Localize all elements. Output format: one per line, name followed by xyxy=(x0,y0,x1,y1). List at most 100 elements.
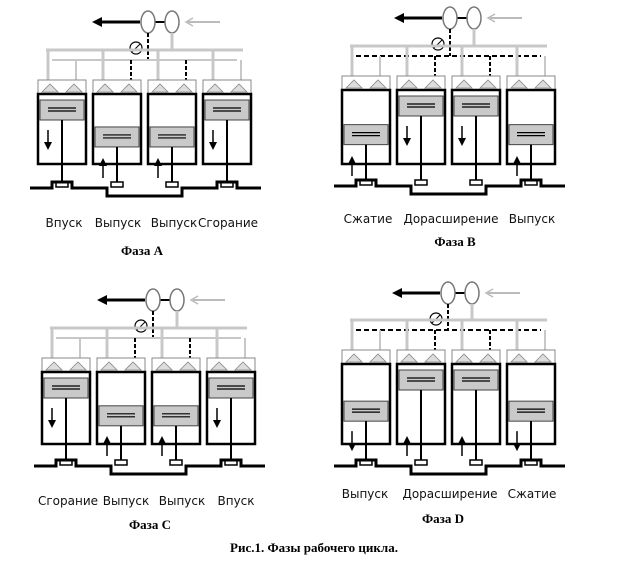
piston xyxy=(39,99,85,121)
phase-a-title: Фаза A xyxy=(120,243,164,258)
crankshaft xyxy=(334,178,565,196)
turbine-wheel xyxy=(140,10,156,34)
turbine-wheel xyxy=(440,281,456,305)
crankshaft xyxy=(334,458,565,476)
cylinder xyxy=(91,50,143,188)
intake-valve xyxy=(210,361,228,371)
intake-valve xyxy=(45,361,63,371)
cylinder xyxy=(505,320,557,466)
crankshaft xyxy=(34,458,265,476)
intake-valve xyxy=(41,83,59,93)
cylinder xyxy=(40,328,92,466)
exhaust-valve xyxy=(175,83,193,93)
exhaust-valve xyxy=(534,79,552,89)
crank-pin xyxy=(469,459,483,466)
intake-arrow-head xyxy=(486,13,496,23)
phase-c-label-1: Сгорание xyxy=(37,494,99,508)
crank-pin xyxy=(469,179,483,186)
piston xyxy=(343,124,389,146)
phase-d-title: Фаза D xyxy=(421,511,465,526)
piston xyxy=(343,400,389,422)
compressor-wheel xyxy=(164,10,180,34)
piston xyxy=(149,126,195,148)
exhaust-valve xyxy=(479,353,497,363)
intake-valve xyxy=(206,83,224,93)
phase-b-label-1: Сжатие xyxy=(343,212,393,226)
cylinder xyxy=(146,50,198,188)
piston xyxy=(43,377,89,399)
phase-d-engine xyxy=(334,281,565,476)
piston xyxy=(204,99,250,121)
exhaust-valve xyxy=(369,353,387,363)
cylinder xyxy=(36,50,88,188)
phase-a-label-1: Впуск xyxy=(45,216,83,230)
intake-valve xyxy=(345,353,363,363)
phase-a-label-2: Выпуск xyxy=(94,216,142,230)
crankshaft xyxy=(30,180,261,198)
crank-pin xyxy=(414,179,428,186)
phase-b-label-3: Выпуск xyxy=(508,212,556,226)
exhaust-valve xyxy=(65,83,83,93)
compressor-wheel xyxy=(169,288,185,312)
cylinder xyxy=(201,50,253,188)
phase-c-label-3: Выпуск xyxy=(158,494,206,508)
intake-valve xyxy=(345,79,363,89)
exhaust-arrow-head xyxy=(97,295,107,305)
crank-pin xyxy=(414,459,428,466)
exhaust-valve xyxy=(120,83,138,93)
intake-valve xyxy=(455,353,473,363)
cylinder xyxy=(505,46,557,186)
compressor-wheel xyxy=(464,281,480,305)
compressor-wheel xyxy=(466,6,482,30)
turbine-wheel xyxy=(145,288,161,312)
cylinder xyxy=(150,328,202,466)
cylinder xyxy=(395,320,447,466)
phase-c-label-4: Впуск xyxy=(217,494,255,508)
intake-valve xyxy=(96,83,114,93)
intake-valve xyxy=(100,361,118,371)
piston xyxy=(398,369,444,391)
piston xyxy=(508,124,554,146)
exhaust-valve xyxy=(369,79,387,89)
exhaust-valve xyxy=(479,79,497,89)
intake-valve xyxy=(455,79,473,89)
exhaust-valve xyxy=(179,361,197,371)
phase-b-label-2: Дорасширение xyxy=(403,212,499,226)
piston xyxy=(453,369,499,391)
intake-valve xyxy=(400,79,418,89)
intake-valve xyxy=(400,353,418,363)
exhaust-valve xyxy=(230,83,248,93)
cylinder xyxy=(450,320,502,466)
exhaust-valve xyxy=(534,353,552,363)
exhaust-arrow-head xyxy=(92,17,102,27)
phase-b-engine xyxy=(334,6,565,196)
crank-pin xyxy=(165,181,179,188)
exhaust-valve xyxy=(424,79,442,89)
piston xyxy=(398,95,444,117)
crank-pin xyxy=(114,459,128,466)
cylinder xyxy=(340,46,392,186)
cylinder xyxy=(340,320,392,466)
phase-d-label-3: Сжатие xyxy=(507,487,557,501)
intake-arrow-head xyxy=(189,295,199,305)
exhaust-arrow-head xyxy=(392,288,402,298)
cylinder xyxy=(205,328,257,466)
phase-a-label-4: Сгорание xyxy=(197,216,259,230)
phase-b-title: Фаза B xyxy=(434,234,476,249)
piston xyxy=(153,405,199,427)
turbine-wheel xyxy=(442,6,458,30)
cylinder xyxy=(450,46,502,186)
crank-pin xyxy=(169,459,183,466)
phase-c-engine xyxy=(34,288,265,476)
exhaust-valve xyxy=(124,361,142,371)
intake-arrow-head xyxy=(184,17,194,27)
intake-valve xyxy=(510,79,528,89)
figure-caption: Рис.1. Фазы рабочего цикла. xyxy=(230,540,398,555)
intake-arrow-head xyxy=(484,288,494,298)
exhaust-valve xyxy=(234,361,252,371)
piston xyxy=(453,95,499,117)
phase-c-title: Фаза C xyxy=(128,517,172,532)
exhaust-valve xyxy=(69,361,87,371)
